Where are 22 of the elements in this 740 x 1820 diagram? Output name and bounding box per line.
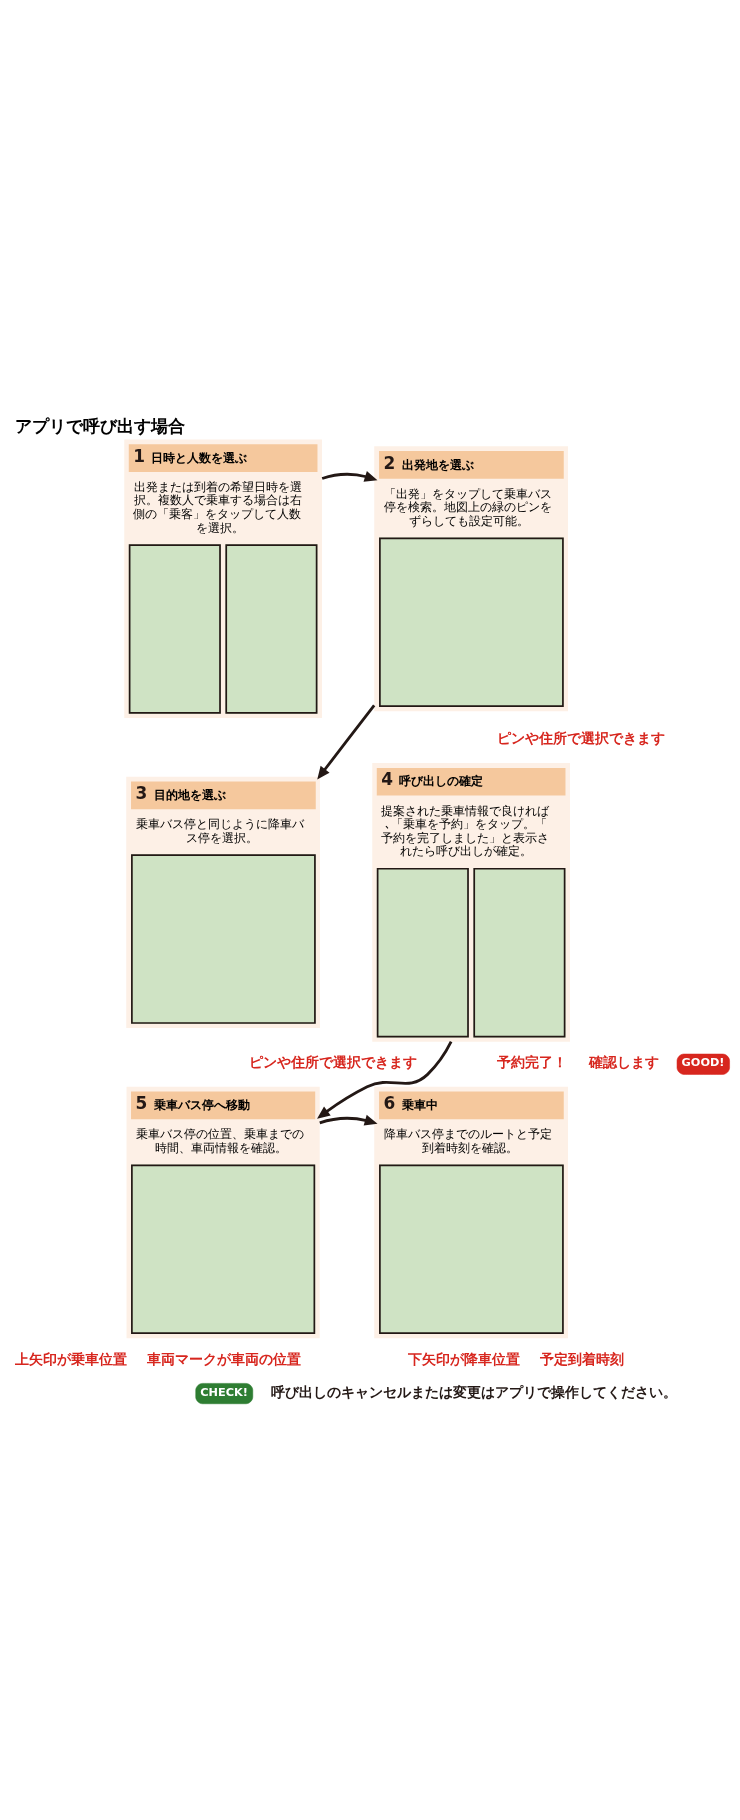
node-box: 3 目的地を選ぶ 乗車バス停と同じように降車バス停を選択。 bbox=[126, 776, 320, 1029]
label: 上矢印が乗車位置 bbox=[14, 1350, 127, 1367]
label: 予約完了！ bbox=[497, 1054, 568, 1071]
label: 確認します bbox=[588, 1054, 659, 1071]
label: CHECK! bbox=[200, 1385, 248, 1399]
node-box: 4 呼び出しの確定 提案された乗車情報で良ければ､「乗車を予約」をタップ。「予約を完了しました」と表示されたら呼び出しが確定。 bbox=[372, 763, 570, 1042]
label: ピンや住所で選択できます bbox=[497, 730, 666, 747]
node-box: 1 日時と人数を選ぶ 出発または到着の希望日時を選択。複数人で乗車する場合は右側の「乗客」をタップして人数を選択。 bbox=[124, 439, 322, 718]
node-box: 5 乗車バス停へ移動 乗車バス停の位置、乗車までの時間、車両情報を確認。 bbox=[126, 1086, 320, 1339]
label: 予定到着時刻 bbox=[539, 1350, 624, 1367]
node-box: 6 乗車中 降車バス停までのルートと予定到着時刻を確認。 bbox=[374, 1086, 568, 1339]
label: 車両マークが車両の位置 bbox=[147, 1350, 302, 1367]
arrow bbox=[317, 1041, 453, 1119]
label: GOOD! bbox=[681, 1056, 725, 1070]
diagram-title: アプリで呼び出す場合 bbox=[14, 415, 185, 436]
label: ピンや住所で選択できます bbox=[249, 1054, 418, 1071]
label: 下矢印が降車位置 bbox=[407, 1350, 520, 1367]
arrow bbox=[321, 471, 378, 482]
arrow bbox=[319, 1114, 378, 1126]
node-box: 2 出発地を選ぶ 「出発」をタップして乗車バス停を検索。地図上の緑のピンをずらしても設定可能。 bbox=[374, 446, 568, 712]
label: 呼び出しのキャンセルまたは変更はアプリで操作してください。 bbox=[271, 1383, 678, 1400]
arrow bbox=[317, 704, 376, 780]
